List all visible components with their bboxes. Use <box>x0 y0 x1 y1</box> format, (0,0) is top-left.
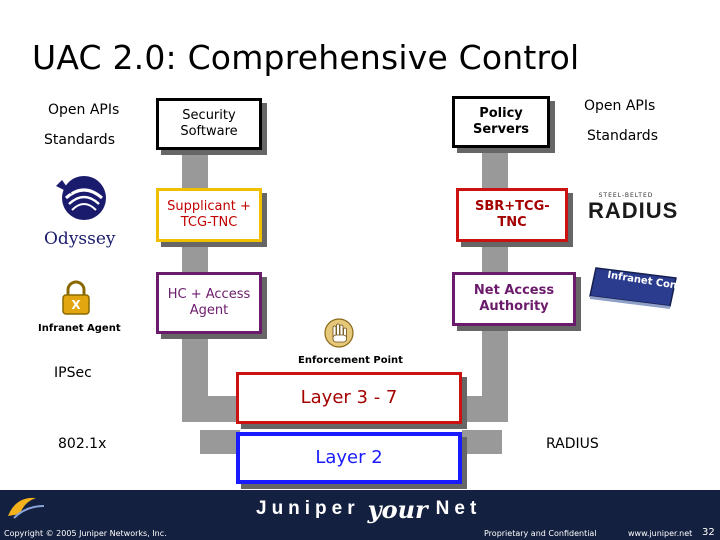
juniper-swirl-logo <box>2 492 48 522</box>
left-standards-label: Standards <box>44 132 115 148</box>
layer-2-box: Layer 2 <box>236 432 462 484</box>
policy-servers-text: Policy Servers <box>455 106 547 138</box>
footer-copyright: Copyright © 2005 Juniper Networks, Inc. <box>4 529 167 538</box>
steel-belted-radius-logo: STEEL-BELTED RADIUS <box>588 192 664 228</box>
odyssey-logo: Odyssey <box>42 172 122 254</box>
sbr-text: SBR+TCG-TNC <box>475 199 549 231</box>
layer-3-7-text: Layer 3 - 7 <box>301 390 398 406</box>
svg-text:X: X <box>71 298 81 312</box>
ipsec-label: IPSec <box>54 365 92 381</box>
supplicant-text: Supplicant + TCG-TNC <box>159 199 259 231</box>
hc-agent-box: HC + Access Agent <box>156 272 262 334</box>
left-connector-2 <box>200 430 240 454</box>
dot1x-label: 802.1x <box>58 436 106 452</box>
slide-title: UAC 2.0: Comprehensive Control <box>32 38 579 77</box>
brand-right-text: Net <box>436 498 482 520</box>
infranet-agent-lock-icon: X <box>58 280 94 316</box>
brand-left-text: Juniper <box>256 498 360 520</box>
infranet-agent-label: Infranet Agent <box>38 323 121 334</box>
radius-logo-text: RADIUS <box>588 199 664 223</box>
policy-servers-box: Policy Servers <box>452 96 550 148</box>
supplicant-box: Supplicant + TCG-TNC <box>156 188 262 242</box>
right-connector <box>460 396 508 422</box>
sbr-box: SBR+TCG-TNC <box>456 188 568 242</box>
enforcement-point-label: Enforcement Point <box>298 355 403 366</box>
brand-mid-text: your <box>368 495 428 524</box>
layer-3-7-box: Layer 3 - 7 <box>236 372 462 424</box>
security-software-text: Security Software <box>159 108 259 140</box>
footer-brand: Juniper your Net <box>256 494 481 524</box>
enforcement-point-hand-icon <box>324 318 354 348</box>
left-connector <box>182 396 240 422</box>
footer-proprietary: Proprietary and Confidential <box>484 529 597 538</box>
right-connector-2 <box>462 430 502 454</box>
footer-url: www.juniper.net <box>628 529 692 538</box>
layer-2-text: Layer 2 <box>315 450 382 466</box>
right-radius-label: RADIUS <box>546 436 599 452</box>
net-access-authority-box: Net Access Authority <box>452 272 576 326</box>
left-open-apis-label: Open APIs <box>48 102 119 118</box>
infranet-controller-device-icon: Infranet Controller <box>586 264 682 310</box>
right-open-apis-label: Open APIs <box>584 98 655 114</box>
odyssey-logo-text: Odyssey <box>44 229 116 249</box>
footer-page-number: 32 <box>702 527 715 538</box>
right-standards-label: Standards <box>587 128 658 144</box>
security-software-box: Security Software <box>156 98 262 150</box>
hc-agent-text: HC + Access Agent <box>159 287 259 319</box>
net-access-authority-text: Net Access Authority <box>463 283 565 315</box>
